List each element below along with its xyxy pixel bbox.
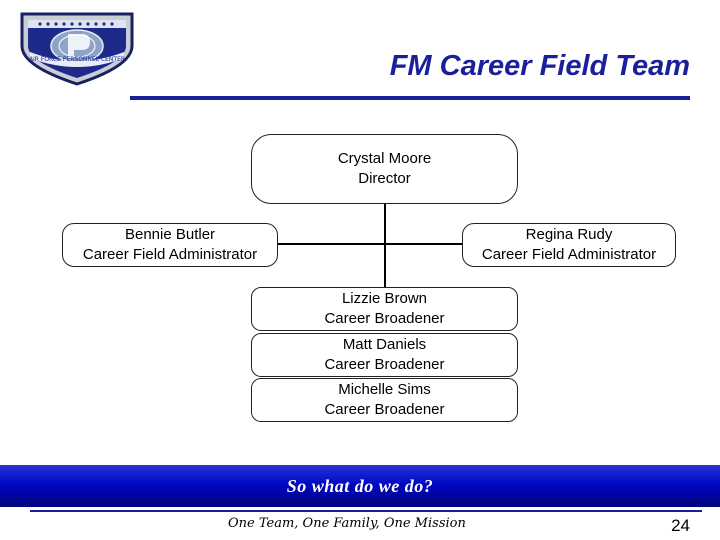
org-box-broadener-2: Matt Daniels Career Broadener <box>251 333 518 377</box>
connector-horizontal <box>278 243 462 245</box>
broadener-role: Career Broadener <box>324 356 445 373</box>
footer-rule <box>30 510 702 512</box>
org-box-broadener-3: Michelle Sims Career Broadener <box>251 378 518 422</box>
admin-role: Career Field Administrator <box>481 246 657 263</box>
shield-text: AIR FORCE PERSONNEL CENTER <box>29 56 125 63</box>
admin-name: Regina Rudy <box>525 226 613 243</box>
slide-title: FM Career Field Team <box>389 50 690 82</box>
org-box-broadener-1: Lizzie Brown Career Broadener <box>251 287 518 331</box>
broadener-role: Career Broadener <box>324 310 445 327</box>
page-number: 24 <box>671 516 690 535</box>
org-box-admin-right: Regina Rudy Career Field Administrator <box>462 223 676 267</box>
director-role: Director <box>358 170 411 187</box>
title-rule <box>130 96 690 100</box>
broadener-name: Michelle Sims <box>338 381 431 398</box>
afpc-shield-logo: AIR FORCE PERSONNEL CENTER <box>20 12 134 86</box>
org-box-director: Crystal Moore Director <box>251 134 518 204</box>
question-banner: So what do we do? <box>0 465 720 507</box>
broadener-name: Lizzie Brown <box>341 290 428 307</box>
admin-name: Bennie Butler <box>124 226 216 243</box>
broadener-name: Matt Daniels <box>342 336 427 353</box>
banner-text: So what do we do? <box>286 475 434 496</box>
footer-motto: One Team, One Family, One Mission <box>228 516 466 531</box>
connector-director-down <box>384 204 386 287</box>
broadener-role: Career Broadener <box>324 401 445 418</box>
admin-role: Career Field Administrator <box>82 246 258 263</box>
org-box-admin-left: Bennie Butler Career Field Administrator <box>62 223 278 267</box>
director-name: Crystal Moore <box>337 150 432 167</box>
